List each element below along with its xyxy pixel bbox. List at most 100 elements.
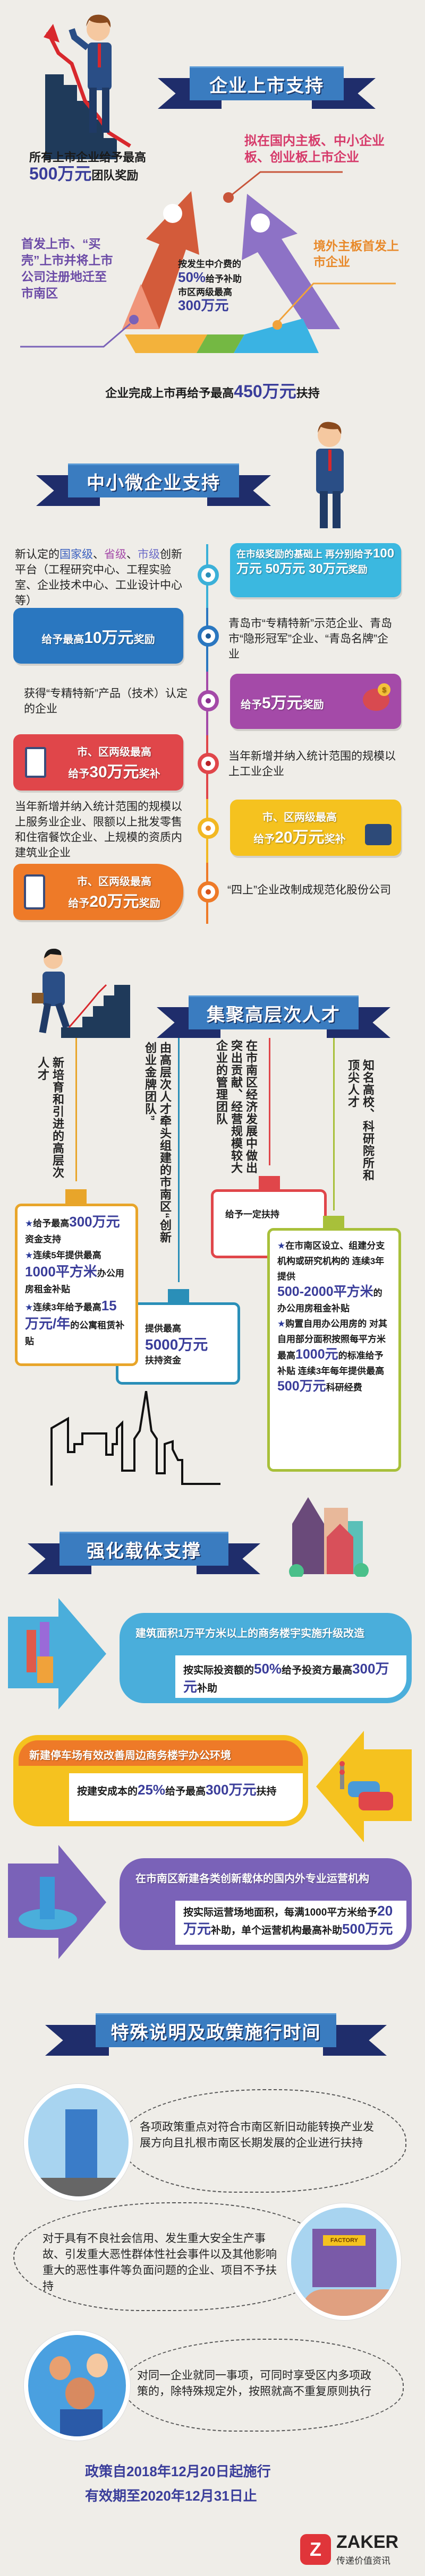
body-text: 按实际投资额的 [183, 1665, 254, 1676]
timeline-dot [198, 690, 219, 711]
talent-target-3: 在市南区经济发展中做出突出贡献、经营规模较大企业的管理团队 [215, 1040, 258, 1174]
condition-national: 国家级 [60, 548, 93, 561]
domestic-listing-text: 拟在国内主板、中小企业板、创业板上市企业 [244, 134, 385, 165]
sme-condition-5: 当年新增并纳入统计范围的规模以上服务业企业、限额以上批发零售和住宿餐饮企业、上规… [15, 801, 182, 859]
card-text: 的公寓租赁补贴 [25, 1320, 125, 1346]
zaker-logo-mark: Z [300, 2534, 331, 2565]
agency-line: 给予补助 [206, 274, 242, 284]
card-text: 办公用房租金补贴 [25, 1268, 124, 1294]
post-listing-support: 企业完成上市再给予最高450万元扶持 [0, 378, 425, 402]
section-banner-notes: 特殊说明及政策施行时间 [45, 2013, 387, 2056]
card-text: 扶持资金 [145, 1355, 181, 1366]
card-amount: 300万元 [69, 1214, 120, 1230]
zaker-logo: Z ZAKER 传递价值资讯 [300, 2532, 401, 2566]
reward-text: 奖励 [302, 699, 324, 711]
card-amount: 1000平方米 [25, 1264, 97, 1280]
money-card-icon [25, 747, 46, 778]
talent-target-1: 新培育和引进的高层次人才 [36, 1057, 64, 1179]
body-text: 补助 [197, 1683, 218, 1694]
body-text: 按实际运营场地面积，每满1000平方米给予 [183, 1907, 378, 1918]
section-banner-carrier: 强化载体支撑 [28, 1532, 260, 1574]
coin-icon: $ [378, 683, 390, 696]
agency-line: 市区两级最高 [178, 287, 232, 297]
timeline-dot [198, 625, 219, 647]
section-banner-sme: 中小微企业支持 [36, 463, 271, 506]
sme-reward-1: 在市级奖励的基础上 再分别给予100万元 50万元 30万元奖励 [230, 543, 401, 597]
card-text: 在市南区设立、组建分支机构或研究机构的 连续3年提供 [277, 1241, 385, 1282]
section-title: 强化载体支撑 [60, 1532, 228, 1566]
card-text: 资金支持 [25, 1234, 61, 1244]
reward-amount: 10万元 [84, 629, 134, 647]
timeline-dot [198, 881, 219, 903]
timeline-dot [198, 753, 219, 774]
reward-text: 在市级奖励的基础上 再分别给予 [236, 549, 373, 560]
post-listing-amount: 450万元 [234, 382, 296, 401]
team-reward-text: 所有上市企业给予最高 500万元团队奖励 [29, 150, 189, 184]
arrow-left-parking-icon [316, 1731, 412, 1842]
body-amount: 500万元 [342, 1921, 393, 1937]
post-listing-text: 企业完成上市再给予最高 [105, 387, 234, 400]
section-banner-talent: 集聚高层次人才 [157, 995, 390, 1038]
card-text: 给予最高 [33, 1218, 70, 1229]
reward-amount: 20万元 [275, 828, 325, 846]
body-text: 按建安成本的 [77, 1786, 138, 1797]
sme-reward-6: 市、区两级最高 给予20万元奖励 [13, 864, 183, 920]
card-amount: 5000万元 [145, 1336, 208, 1353]
sme-condition-2: 青岛市“专精特新”示范企业、青岛市“隐形冠军”企业、“青岛名牌”企业 [228, 617, 392, 660]
reward-text: 奖励 [133, 633, 155, 646]
sme-reward-4: 市、区两级最高 给予30万元奖补 [13, 734, 183, 791]
businessman-thumbs-up-illustration [316, 422, 344, 528]
timeline-dot [198, 564, 219, 586]
effective-date: 政策自2018年12月20日起施行 [85, 2463, 271, 2479]
arrow-right-buildings-icon [8, 1598, 106, 1710]
carrier-item-header: 新建停车场有效改善周边商务楼宇办公环境 [19, 1740, 303, 1766]
star-icon: ★ [277, 1241, 286, 1251]
body-text: 给予投资方最高 [282, 1665, 353, 1676]
agency-percent: 50% [178, 269, 206, 285]
card-text: 连续5年提供最高 [33, 1250, 101, 1260]
star-icon: ★ [25, 1302, 33, 1312]
timeline-dot [198, 818, 219, 839]
body-amount: 300万元 [206, 1782, 257, 1798]
team-reward-suffix: 团队奖励 [91, 169, 139, 182]
reward-text: 奖补 [324, 833, 346, 845]
condition-text: 、 [93, 548, 104, 561]
overseas-listing-text: 境外主板首发上市企业 [313, 239, 399, 269]
carrier-item-2: 新建停车场有效改善周边商务楼宇办公环境 按建安成本的25%给予最高300万元扶持 [13, 1735, 308, 1826]
businessman-stairs-illustration [44, 14, 131, 159]
phone-money-icon [24, 874, 45, 909]
section-title: 特殊说明及政策施行时间 [96, 2013, 336, 2047]
body-text: 扶持 [256, 1786, 277, 1797]
policy-dates: 政策自2018年12月20日起施行 有效期至2020年12月31日止 [85, 2459, 351, 2508]
card-text: 提供最高 [145, 1324, 181, 1334]
reward-amount: 20万元 [89, 892, 139, 911]
money-stack-icon [365, 824, 392, 845]
reward-text: 奖励 [348, 564, 368, 575]
reward-text: 给予 [68, 897, 90, 909]
note-1: 各项政策重点对符合市南区新旧动能转换产业发展方向且扎根市南区长期发展的企业进行扶… [140, 2121, 374, 2149]
star-icon: ★ [277, 1319, 286, 1329]
section-title: 集聚高层次人才 [189, 995, 359, 1029]
body-percent: 50% [254, 1661, 282, 1677]
agency-line: 按发生中介费的 [178, 259, 241, 269]
reward-text: 奖励 [139, 897, 160, 909]
sme-reward-2: 给予最高10万元奖励 [13, 608, 183, 664]
card-amount: 500-2000平方米 [277, 1284, 373, 1299]
card-amount: 1000元 [295, 1347, 338, 1362]
body-text: 补助，单个运营机构最高补助 [211, 1925, 343, 1936]
card-amount: 15万元/年 [25, 1298, 117, 1332]
reward-text: 市、区两级最高 [77, 875, 151, 888]
businessman-climbing-illustration [32, 948, 130, 1038]
reward-text: 奖补 [139, 768, 160, 780]
zaker-logo-name: ZAKER [336, 2532, 399, 2552]
card-text: 的办公用房租金补贴 [277, 1288, 382, 1313]
zaker-logo-slogan: 传递价值资讯 [336, 2556, 390, 2566]
sme-condition-1: 新认定的国家级、省级、市级创新平台（工程研究中心、工程实验室、企业技术中心、工业… [15, 547, 193, 608]
buildings-illustration [289, 1497, 369, 1577]
reward-text: 给予 [253, 833, 275, 845]
condition-text: 新认定的 [15, 548, 60, 561]
relocation-listing-text: 首发上市、“买壳”上市并将上市公司注册地迁至市南区 [21, 237, 113, 300]
people-group-illustration [24, 2331, 130, 2441]
post-listing-suffix: 扶持 [296, 387, 320, 400]
